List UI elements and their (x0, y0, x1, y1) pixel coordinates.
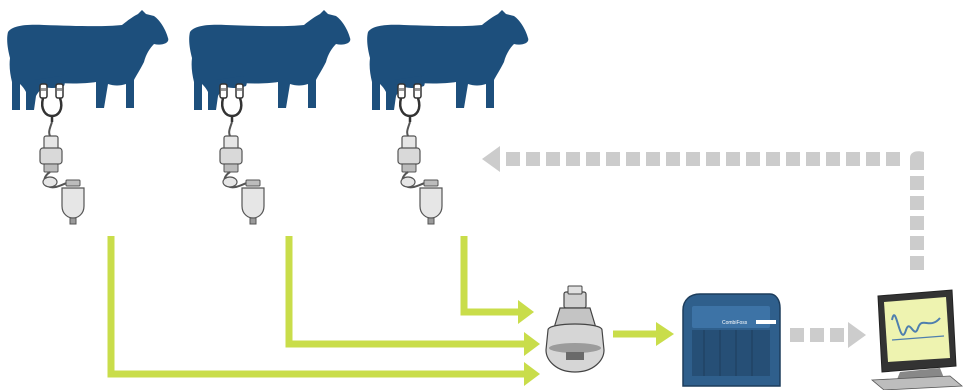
sample-bottle-icon (545, 285, 605, 373)
arrowhead-icon (482, 146, 500, 172)
milk-flow-line-3 (460, 236, 520, 316)
cow-icon (189, 10, 351, 110)
cow-icon (367, 10, 529, 110)
computer-icon (870, 289, 964, 390)
cow-icon (7, 10, 169, 110)
milk-analyzer-icon: CombiFoss (682, 293, 781, 387)
arrowhead-icon (656, 322, 674, 346)
milking-cluster-icon (38, 82, 86, 226)
milking-cluster-icon (218, 82, 266, 226)
arrowhead-icon (848, 322, 866, 348)
milking-cluster-icon (396, 82, 444, 226)
arrowhead-icon (524, 332, 540, 356)
milk-flow-arrows (107, 236, 660, 378)
arrowhead-icon (518, 300, 534, 324)
feedback-arrow (482, 146, 924, 270)
milk-flow-line-1 (107, 236, 528, 378)
milk-flow-arrowheads (518, 300, 674, 386)
analyzer-brand-label: CombiFoss (722, 320, 748, 326)
arrowhead-icon (524, 362, 540, 386)
data-flow-arrow (790, 322, 866, 348)
milk-flow-line-2 (285, 236, 528, 348)
